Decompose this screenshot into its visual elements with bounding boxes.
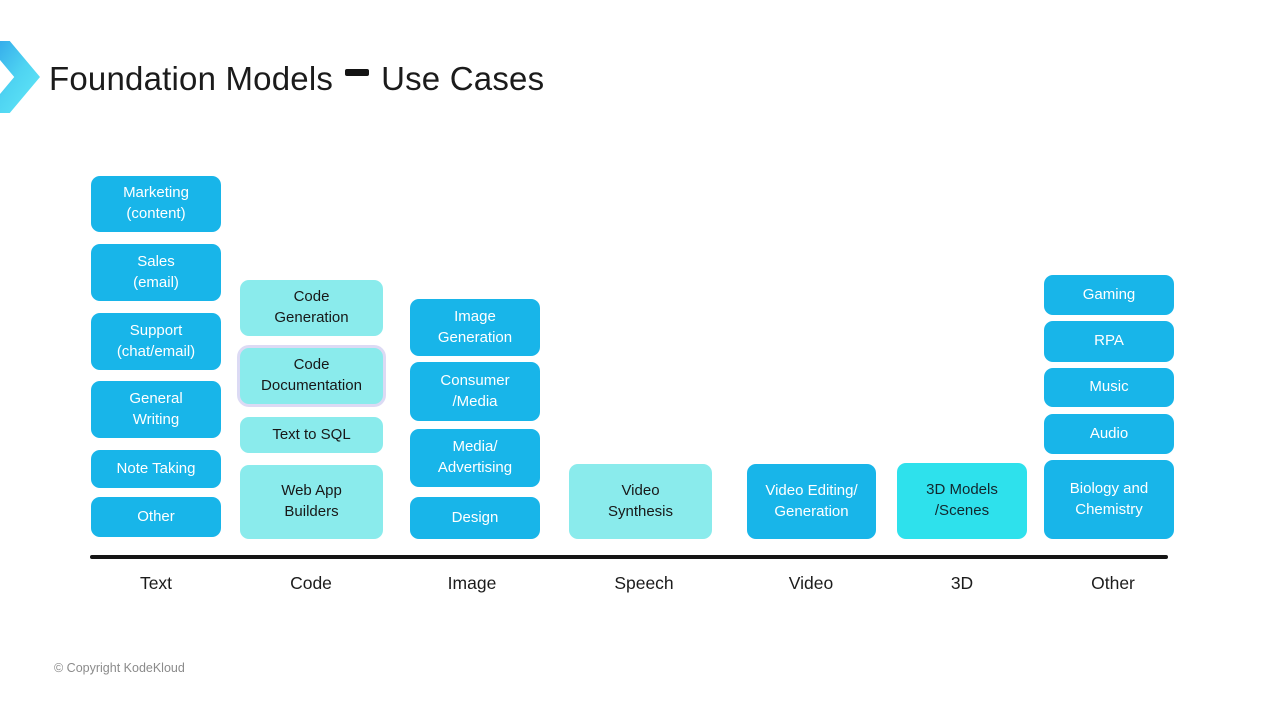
use-case-box: Web App Builders [240,465,383,539]
use-case-box: Biology and Chemistry [1044,460,1174,539]
page-title-left: Foundation Models [49,60,334,97]
category-label-text: Text [139,573,173,593]
use-case-box: RPA [1044,321,1174,362]
category-label-image: Image [447,573,497,593]
use-case-box: 3D Models /Scenes [897,463,1027,539]
use-case-box: Consumer /Media [410,362,540,421]
use-case-box: Video Synthesis [569,464,712,539]
page-title: Foundation Models Use Cases [49,60,544,98]
use-case-box: Other [91,497,221,537]
category-label-3d: 3D [950,573,974,593]
use-case-box: Note Taking [91,450,221,488]
category-label-video: Video [788,573,834,593]
use-case-box: Text to SQL [240,417,383,453]
use-case-box: Support (chat/email) [91,313,221,370]
copyright-text: © Copyright KodeKloud [54,661,185,675]
use-case-box: Design [410,497,540,539]
use-case-box: Sales (email) [91,244,221,301]
use-case-box: Code Generation [240,280,383,336]
title-dash [345,69,370,77]
category-axis-line [90,555,1168,559]
use-case-box: Code Documentation [240,348,383,404]
category-label-speech: Speech [614,573,674,593]
use-case-box: General Writing [91,381,221,438]
category-label-other: Other [1091,573,1135,593]
use-case-box: Marketing (content) [91,176,221,232]
use-case-box: Video Editing/ Generation [747,464,876,539]
use-case-box: Audio [1044,414,1174,454]
use-case-box: Image Generation [410,299,540,356]
page-title-right: Use Cases [381,60,545,97]
use-case-box: Media/ Advertising [410,429,540,487]
chevron-logo-icon [0,41,40,113]
use-case-box: Music [1044,368,1174,407]
category-label-code: Code [290,573,332,593]
use-case-box: Gaming [1044,275,1174,315]
